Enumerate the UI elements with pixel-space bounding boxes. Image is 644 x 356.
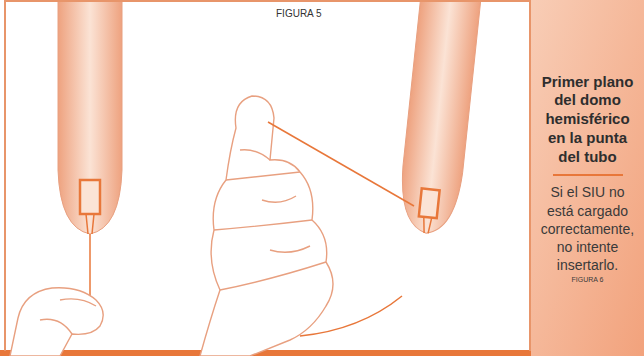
zoom-leader xyxy=(268,122,414,206)
bottom-rule xyxy=(0,350,531,356)
hand-center xyxy=(200,96,333,356)
figure-number: FIGURA 6 xyxy=(572,276,604,283)
figure-number: FIGURA 5 xyxy=(276,8,322,19)
caption-body: Si el SIU no está cargado correctamente,… xyxy=(537,183,638,274)
thread xyxy=(300,296,402,336)
separator-rule xyxy=(553,174,623,176)
inserter-tube-left xyxy=(58,0,122,305)
figure-panel: FIGURA 5 xyxy=(4,0,531,351)
hand-left xyxy=(10,288,103,356)
inserter-tube-right xyxy=(396,0,481,236)
caption-panel: Primer plano del domo hemisférico en la … xyxy=(531,0,644,356)
side-panel xyxy=(531,0,644,356)
caption-heading: Primer plano del domo hemisférico en la … xyxy=(537,73,638,167)
